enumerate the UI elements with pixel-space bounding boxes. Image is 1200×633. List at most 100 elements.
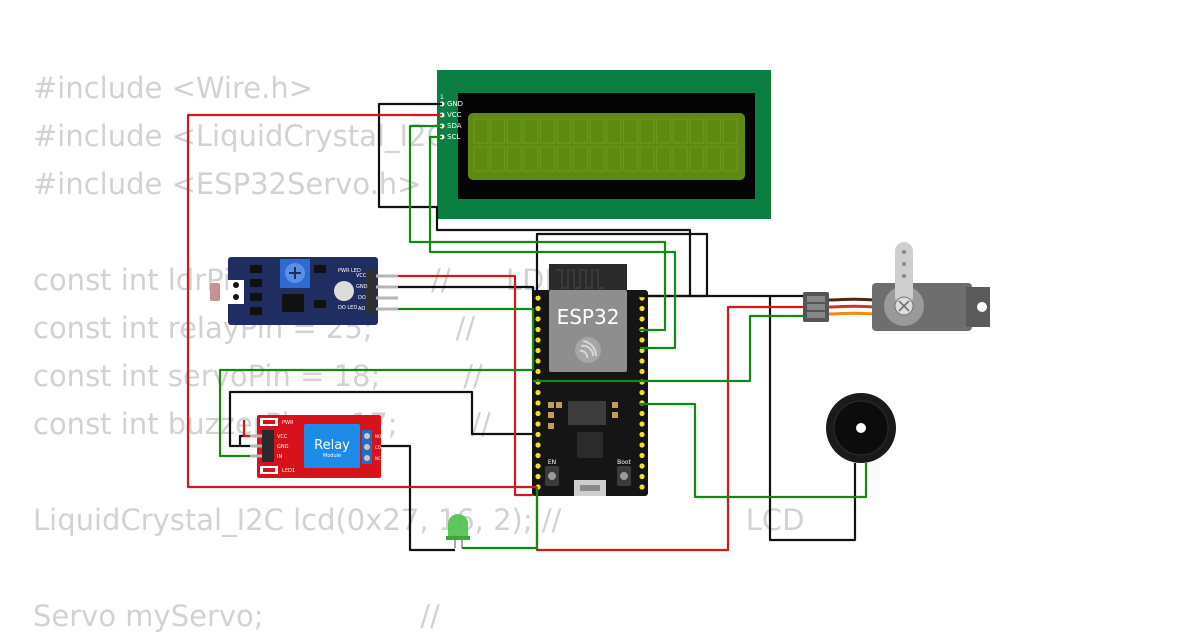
boot-label: Boot — [617, 459, 631, 466]
en-label: EN — [548, 459, 556, 466]
ldr-module[interactable]: PWR LED DO LED VCC GND DO AO — [210, 257, 398, 325]
green-led[interactable] — [446, 514, 470, 548]
relay-pin-vcc: VCC — [277, 434, 288, 440]
esp32-pin — [535, 473, 541, 480]
buzzer[interactable] — [826, 393, 896, 463]
lcd-cell — [573, 118, 589, 144]
esp32-pin — [639, 389, 645, 396]
code-line-9: Servo myServo; // — [33, 599, 440, 633]
esp32-pin — [639, 305, 645, 312]
lcd-cell — [672, 146, 688, 172]
relay-contact-nc: NC — [375, 456, 381, 461]
pwr-led — [334, 281, 354, 301]
esp32-pin — [639, 337, 645, 343]
lcd-cell — [606, 118, 622, 144]
esp32-pin — [535, 452, 541, 459]
lcd-pin-vcc: VCC — [447, 111, 462, 119]
esp32-pin — [535, 442, 541, 448]
esp32-pin — [535, 326, 541, 333]
buzzer-hole-icon — [856, 423, 866, 433]
lcd-cell — [622, 118, 638, 144]
ldr-pwr-led-label: PWR LED — [338, 268, 361, 274]
esp32-pin — [639, 410, 645, 417]
esp32-pin — [639, 421, 645, 427]
comparator-chip — [282, 294, 304, 312]
lcd-cell — [523, 118, 539, 144]
lcd-cell — [490, 146, 506, 172]
relay-block — [304, 424, 360, 468]
esp32-pin — [535, 410, 541, 417]
lcd-cell — [639, 118, 655, 144]
lcd-cell — [606, 146, 622, 172]
code-line-1: #include <Wire.h> — [33, 71, 314, 105]
relay-pwr-label: PWR — [282, 420, 294, 426]
esp32-board[interactable]: ESP32 EN Boot — [532, 264, 648, 496]
lcd-pin-scl: SCL — [447, 133, 460, 141]
esp32-pin — [639, 484, 645, 490]
esp32-pin — [535, 347, 541, 354]
lcd-cell — [656, 118, 672, 144]
esp32-pin — [535, 295, 541, 301]
esp32-pin — [639, 452, 645, 459]
esp32-pin-headers — [535, 295, 645, 490]
esp32-chip — [568, 401, 606, 425]
esp32-pin — [535, 358, 541, 364]
esp32-pin — [639, 347, 645, 354]
relay-module[interactable]: PWR LED1 VCC GND IN Relay Module NO COM … — [250, 415, 385, 478]
relay-contact-no: NO — [375, 434, 381, 439]
servo-motor[interactable] — [803, 242, 990, 331]
lcd-cell — [506, 118, 522, 144]
espressif-logo-icon — [575, 337, 601, 363]
lcd-cell — [556, 118, 572, 144]
lcd-pin-one-label: 1 — [440, 94, 444, 101]
lcd-cell — [589, 118, 605, 144]
esp32-pin — [535, 431, 541, 438]
ldr-socket — [228, 280, 244, 304]
ldr-pin-ao: AO — [358, 306, 365, 312]
lcd-display[interactable]: 1 GND VCC SDA SCL — [437, 70, 771, 219]
lcd-cell — [722, 146, 738, 172]
esp32-pin — [535, 316, 541, 322]
lcd-cell — [689, 118, 705, 144]
relay-title: Relay — [314, 438, 350, 453]
esp32-pin — [535, 400, 541, 406]
ldr-header — [366, 270, 376, 313]
lcd-cell — [539, 118, 555, 144]
esp32-pin — [639, 431, 645, 438]
esp32-pin — [639, 368, 645, 375]
esp32-pin — [639, 316, 645, 322]
lcd-cell — [589, 146, 605, 172]
lcd-cells — [473, 118, 738, 172]
lcd-cell — [705, 146, 721, 172]
esp32-pin — [639, 463, 645, 469]
relay-pin-gnd: GND — [277, 444, 289, 450]
esp32-pin — [535, 463, 541, 469]
esp32-pin — [535, 389, 541, 396]
lcd-cell — [573, 146, 589, 172]
esp32-pin — [639, 358, 645, 364]
antenna-trace — [556, 269, 604, 289]
ldr-pin-do: DO — [358, 295, 366, 301]
wires — [186, 102, 868, 552]
esp32-pin — [535, 421, 541, 427]
lcd-cell — [672, 118, 688, 144]
esp32-pin — [535, 305, 541, 312]
ldr-do-led-label: DO LED — [338, 305, 357, 311]
relay-subtitle: Module — [323, 453, 341, 459]
esp32-pin — [639, 442, 645, 448]
esp32-pin — [639, 473, 645, 480]
esp32-pin — [535, 337, 541, 343]
ldr-pin-vcc: VCC — [356, 273, 367, 279]
usb-chip — [577, 432, 603, 458]
esp32-label: ESP32 — [557, 305, 620, 329]
esp32-shield — [549, 290, 627, 372]
lcd-cell — [622, 146, 638, 172]
ldr-sensor — [210, 283, 220, 301]
lcd-cell — [473, 118, 489, 144]
lcd-cell — [689, 146, 705, 172]
lcd-cell — [473, 146, 489, 172]
relay-header — [262, 430, 274, 462]
lcd-cell — [523, 146, 539, 172]
lcd-cell — [656, 146, 672, 172]
